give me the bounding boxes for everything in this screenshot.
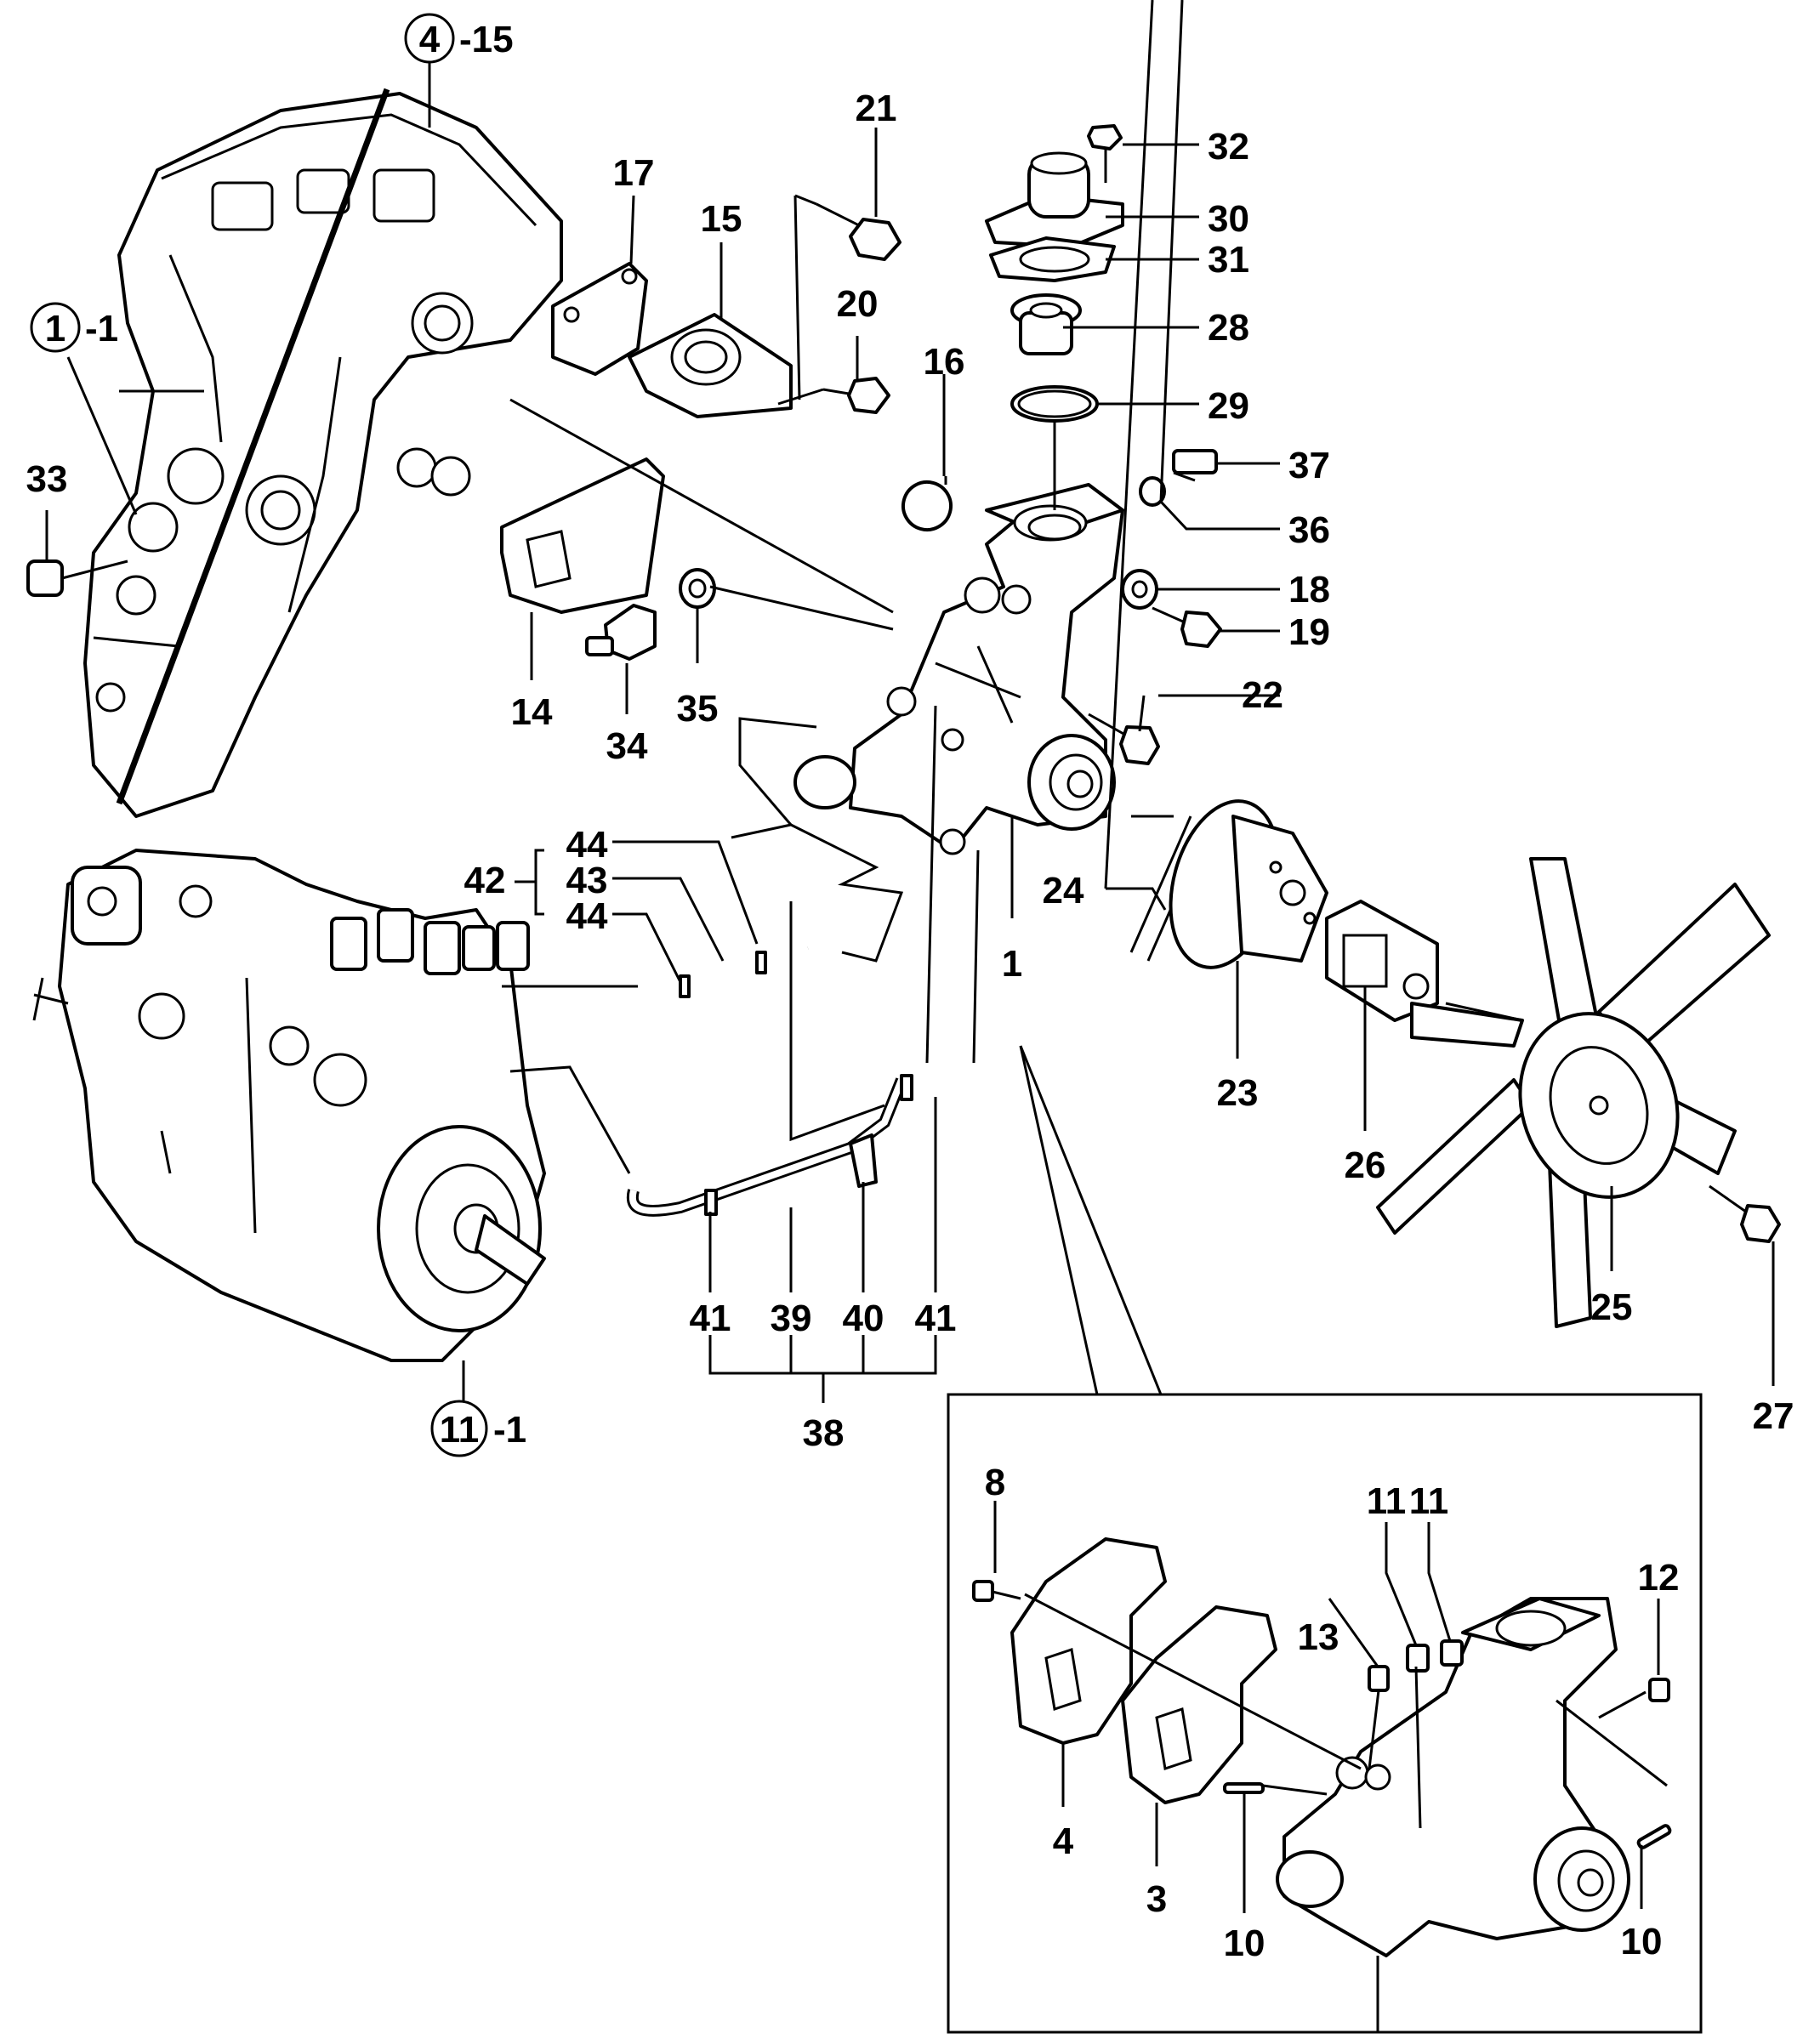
- ref-4-suffix: -15: [459, 19, 514, 60]
- part-37-sensor: [1172, 449, 1218, 482]
- callout-13: 13: [1298, 1616, 1339, 1658]
- part-29-o-ring: [1010, 385, 1099, 423]
- part-14-gasket: [500, 457, 665, 614]
- part-23-pulley: [1169, 799, 1328, 969]
- callout-26: 26: [1345, 1144, 1386, 1186]
- callout-35: 35: [677, 688, 719, 730]
- callout-42: 42: [464, 860, 506, 901]
- callout-44-top: 44: [566, 824, 608, 866]
- callout-37: 37: [1288, 445, 1330, 486]
- part-16-o-ring: [901, 480, 953, 531]
- part-26-spacer: [1325, 900, 1439, 1022]
- part-25-cooling-fan: [1376, 857, 1771, 1328]
- callout-30: 30: [1208, 198, 1249, 240]
- callout-12: 12: [1638, 1557, 1680, 1599]
- callout-29: 29: [1208, 385, 1249, 427]
- part-38-hose-assembly: [626, 1074, 913, 1217]
- fuel-injection-pump-drawing: [32, 849, 546, 1362]
- callout-31: 31: [1208, 239, 1249, 281]
- callout-15: 15: [701, 198, 742, 240]
- part-20-bolt: [822, 377, 890, 414]
- part-17-gasket: [551, 262, 648, 376]
- callout-28: 28: [1208, 307, 1249, 349]
- callout-8: 8: [985, 1462, 1005, 1503]
- callout-25: 25: [1591, 1286, 1633, 1328]
- callout-44-bottom: 44: [566, 895, 608, 937]
- ref-4-number: 4: [419, 19, 441, 60]
- leader-lines: [45, 0, 1775, 1407]
- callout-1: 1: [1002, 943, 1022, 985]
- part-19-bolt: [1152, 606, 1222, 648]
- callout-17: 17: [613, 152, 655, 194]
- part-32-bolt: [1087, 124, 1123, 183]
- part-27-bolt: [1709, 1184, 1781, 1243]
- ref-1-suffix: -1: [85, 308, 118, 349]
- cylinder-block-drawing: [83, 88, 563, 818]
- callout-22: 22: [1242, 674, 1283, 716]
- part-30-thermostat-cover: [985, 151, 1124, 248]
- callout-10-left: 10: [1224, 1923, 1265, 1964]
- ref-1-number: 1: [45, 308, 65, 349]
- part-35-washer: [679, 568, 716, 609]
- callout-11-right: 11: [1409, 1480, 1449, 1522]
- callout-33: 33: [26, 458, 68, 500]
- callout-3: 3: [1146, 1878, 1167, 1920]
- part-31-gasket: [989, 236, 1116, 282]
- callout-38: 38: [803, 1412, 845, 1454]
- callout-43: 43: [566, 860, 608, 901]
- part-22-bolt: [1088, 713, 1160, 765]
- part-21-bolt: [816, 202, 901, 261]
- detail-inset-box: [947, 1393, 1703, 2034]
- callout-32: 32: [1208, 126, 1249, 168]
- callout-21: 21: [856, 88, 897, 129]
- callout-11-left: 11: [1367, 1480, 1407, 1522]
- callout-labels: 33 17 15 21 20 16 14 34 35 32 30 31 28 2…: [26, 88, 1794, 1964]
- callout-36: 36: [1288, 509, 1330, 551]
- callout-41-left: 41: [690, 1298, 731, 1339]
- callout-39: 39: [771, 1298, 812, 1339]
- callout-16: 16: [924, 341, 965, 383]
- part-1-water-pump: [793, 483, 1124, 855]
- callout-4: 4: [1053, 1820, 1074, 1862]
- callout-23: 23: [1217, 1072, 1259, 1114]
- callout-41-right: 41: [915, 1298, 957, 1339]
- part-33-plug: [26, 559, 128, 597]
- callout-34: 34: [606, 725, 648, 767]
- part-15-outlet-housing: [628, 313, 793, 418]
- callout-14: 14: [511, 691, 553, 733]
- callout-19: 19: [1288, 611, 1330, 653]
- callout-27: 27: [1753, 1395, 1794, 1437]
- part-18-washer: [1121, 569, 1158, 610]
- ref-11-suffix: -1: [493, 1409, 526, 1451]
- part-36-washer: [1139, 476, 1166, 507]
- callout-20: 20: [837, 283, 879, 325]
- part-42-hose-assembly: [646, 946, 809, 998]
- ref-circle-11-1: 11 -1: [430, 1400, 526, 1457]
- part-28-thermostat: [1010, 293, 1082, 355]
- callout-18: 18: [1288, 569, 1330, 611]
- ref-circle-1-1: 1 -1: [30, 302, 118, 353]
- callout-24: 24: [1043, 870, 1084, 912]
- callout-40: 40: [843, 1298, 884, 1339]
- part-34-sensor: [585, 604, 657, 661]
- ref-11-number: 11: [440, 1409, 480, 1451]
- ref-circle-4-15: 4 -15: [404, 13, 514, 64]
- callout-10-right: 10: [1621, 1921, 1663, 1962]
